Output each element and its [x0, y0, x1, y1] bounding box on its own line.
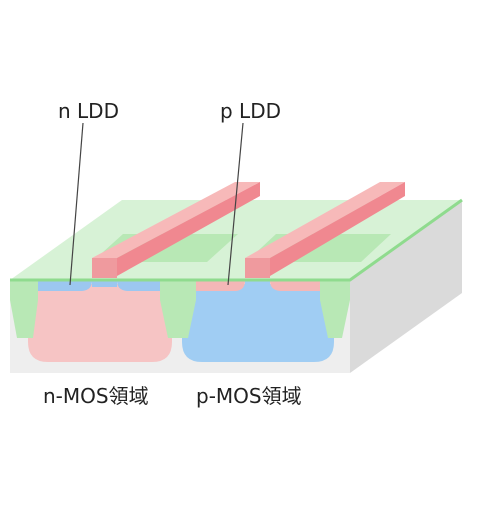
n-ldd-left: [36, 281, 92, 291]
p-ldd-left: [192, 281, 245, 291]
n-well: [182, 284, 334, 362]
p-mos-region-label: p-MOS領域: [196, 384, 302, 408]
gate-p-front: [245, 258, 270, 278]
oxide-front-edge: [10, 198, 463, 282]
p-ldd-label: p LDD: [220, 99, 281, 123]
channel-n: [92, 281, 117, 287]
p-well: [28, 284, 172, 362]
n-ldd-label: n LDD: [58, 99, 119, 123]
n-mos-region-label: n-MOS領域: [43, 384, 149, 408]
p-ldd-right: [270, 281, 322, 291]
sti-left: [10, 280, 38, 338]
gate-p-side: [270, 182, 405, 276]
sti-right: [320, 280, 350, 338]
sti-middle: [160, 280, 196, 338]
n-ldd-leader: [69, 122, 84, 286]
gate-n-top: [92, 182, 260, 258]
gate-n-front: [92, 258, 117, 278]
n-ldd-right: [117, 281, 163, 291]
gate-n-side: [117, 182, 260, 276]
p-ldd-leader: [227, 122, 244, 286]
gate-p-top: [245, 182, 405, 258]
substrate-right-face: [350, 200, 462, 373]
channel-p: [245, 281, 270, 287]
